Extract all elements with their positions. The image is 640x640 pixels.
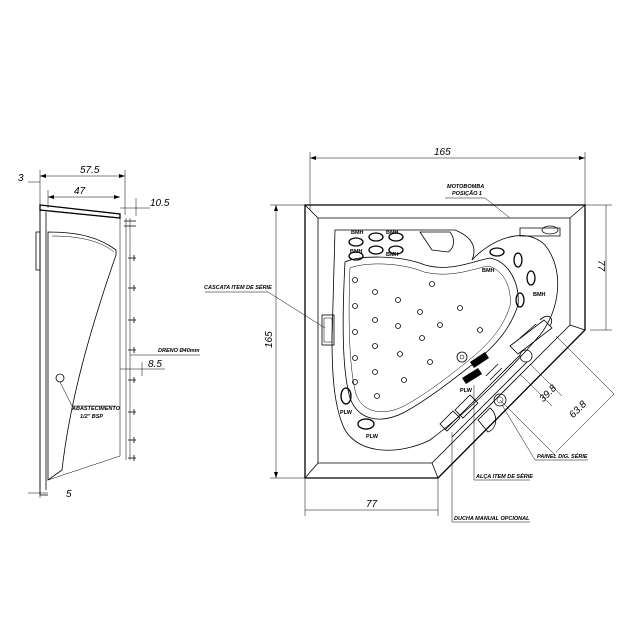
dim-panel-offset: 39.8: [538, 383, 560, 405]
tub-outline: [304, 204, 586, 479]
dim-left-height: 165: [264, 331, 275, 348]
dim-panel-length: 63.8: [568, 399, 590, 421]
dim-bottom-offset: 77: [366, 499, 378, 510]
bmh-label-2: BMH: [386, 230, 399, 236]
inner-basin: [331, 229, 559, 451]
waterfall-label: CASCATA ITEM DE SÉRIE: [204, 283, 272, 291]
bmh-label-1: BMH: [351, 230, 364, 236]
pump-label-line1: MOTOBOMBA: [447, 184, 484, 190]
shower-label: DUCHA MANUAL OPCIONAL: [454, 516, 530, 522]
dim-overall-width: 57.5: [80, 165, 100, 176]
supply-label: ABASTECIMENTO: [71, 406, 121, 412]
dim-base-offset: 5: [66, 489, 72, 500]
shower-assembly: [439, 315, 553, 438]
panel-label: PAINEL DIG. SÉRIE: [537, 452, 588, 460]
waterfall-icon: [321, 314, 335, 346]
bmh-jets: [348, 232, 536, 308]
bmh-label-5: BMH: [482, 268, 495, 274]
dim-inner-width: 47: [74, 186, 86, 197]
plw-label-2: PLW: [366, 434, 379, 440]
plw-jet-2: [357, 418, 375, 430]
air-jets: [352, 277, 483, 399]
dim-top-width: 165: [434, 147, 451, 158]
side-drain-icon: [55, 373, 65, 383]
plw-label-1: PLW: [340, 410, 353, 416]
supply-size-label: 1/2" BSP: [80, 414, 103, 420]
dim-right-offset: 77: [595, 260, 606, 272]
plw-label-3: PLW: [460, 388, 473, 394]
side-fittings: [124, 218, 136, 461]
bmh-label-3: BMH: [350, 249, 363, 255]
drain-icon: [456, 351, 468, 363]
drain-label: DRENO Ø40mm: [158, 348, 200, 354]
bmh-label-6: BMH: [533, 292, 546, 298]
plw-jet-1: [340, 387, 352, 405]
dim-side-offset: 8.5: [148, 359, 162, 370]
handle-label: ALÇA ITEM DE SÉRIE: [475, 472, 533, 480]
dim-rim-offset: 3: [18, 173, 24, 184]
top-view: 165 165 77 77: [204, 147, 615, 523]
bmh-label-4: BMH: [386, 252, 399, 258]
dim-top-offset: 10.5: [150, 198, 170, 209]
pump-label-line2: POSIÇÃO 1: [452, 190, 482, 197]
side-view: 57.5 47 3 10.5: [18, 165, 200, 500]
